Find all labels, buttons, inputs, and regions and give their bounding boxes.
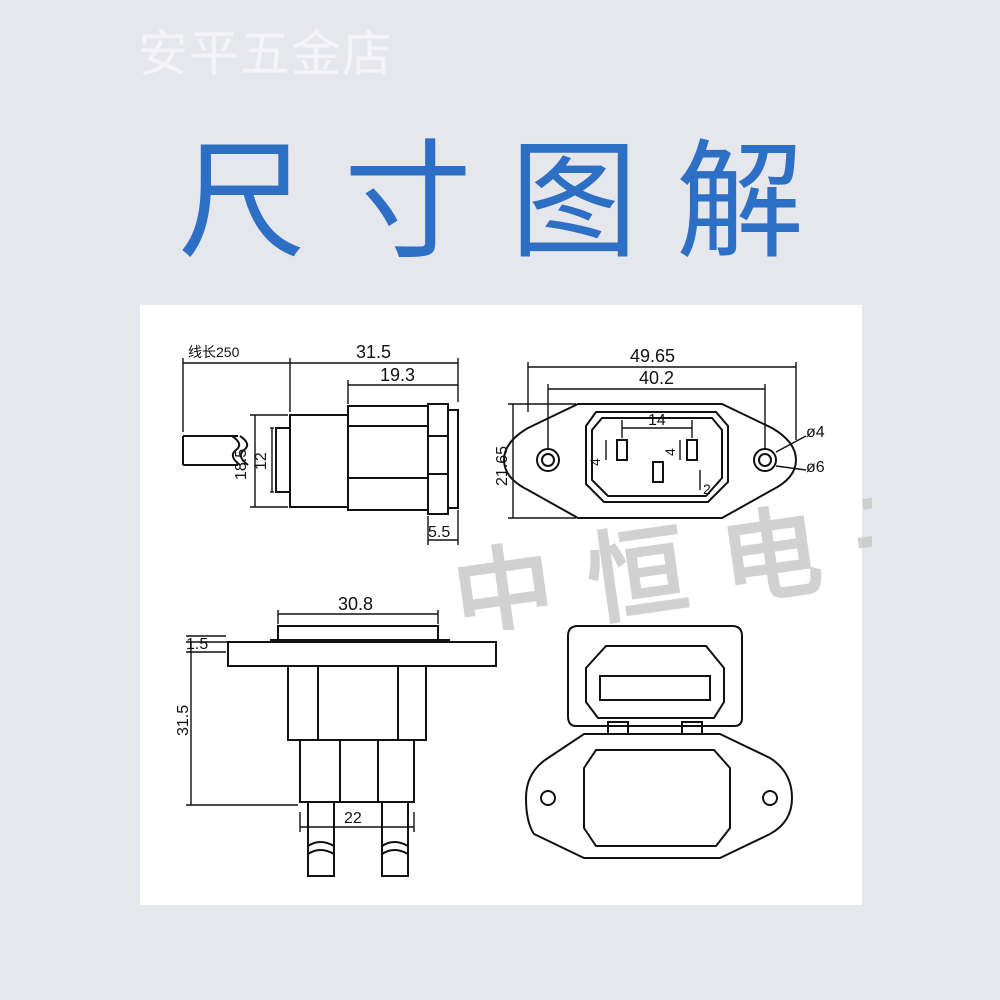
pin-size-bottom-label: 2 [703,481,711,497]
front-width-label: 49.65 [630,346,675,366]
height-outer-label: 18.5 [233,449,250,480]
side-view [182,358,459,545]
hole-spacing-label: 40.2 [639,368,674,388]
hole-outer-diameter-label: ø6 [806,459,825,476]
pin-spacing-label: 14 [648,412,666,429]
front-view [502,362,807,519]
pin-span-label: 22 [344,810,362,827]
overall-length-label: 31.5 [356,342,391,362]
cable-length-label: 线长250 [188,344,240,360]
height-inner-label: 12 [253,452,270,470]
bottom-view [186,610,497,877]
pin-size-left-label: 4 [587,458,603,466]
brand-watermark: 中 恒 电 子 [452,490,872,630]
bottom-height-label: 31.5 [175,705,192,736]
bottom-width-label: 30.8 [338,594,373,614]
page-title: 尺寸图解 [177,128,842,277]
perspective-view [524,625,794,859]
body-length-label: 19.3 [380,365,415,385]
hole-inner-diameter-label: ø4 [806,424,825,441]
front-height-label: 21.65 [494,446,511,486]
flange-label: 1.5 [186,636,208,653]
pin-size-right-label: 4 [662,448,678,456]
shop-watermark: 安平五金店 [138,25,393,83]
flange-thickness-label: 5.5 [428,524,450,541]
